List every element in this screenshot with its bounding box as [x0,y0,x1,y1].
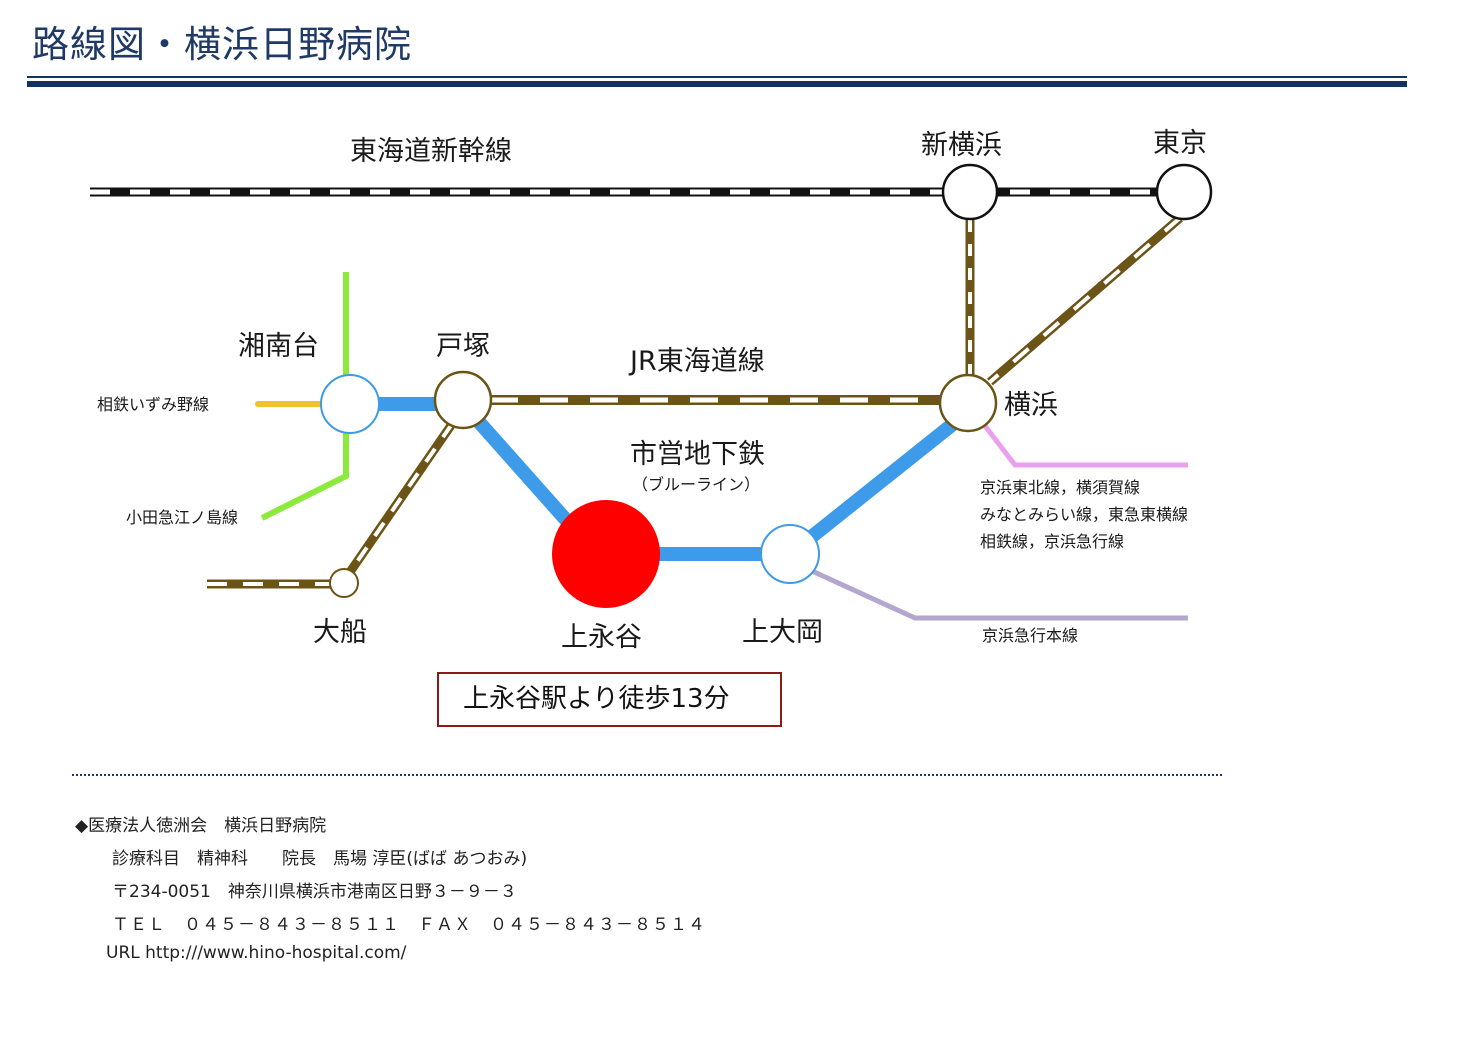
station-kamiooka[interactable] [760,524,820,584]
station-shonandai[interactable] [320,374,380,434]
station-totsuka[interactable] [433,370,493,430]
label-station-yokohama: 横浜 [1004,390,1058,421]
footer-address: 〒234-0051 神奈川県横浜市港南区日野３－９－３ [112,882,517,902]
label-jr-tokaido: JR東海道線 [628,346,765,377]
station-shin-yokohama[interactable] [941,163,999,221]
label-yokohama-others-3: 相鉄線，京浜急行線 [980,532,1124,551]
page-title: 路線図・横浜日野病院 [32,23,412,66]
label-subway: 市営地下鉄 [630,439,765,470]
label-station-ofuna: 大船 [313,617,367,648]
keikyu-main-line [810,568,1188,621]
odakyu-line [260,272,349,521]
footer-department: 診療科目 精神科 院長 馬場 淳臣(ばば あつおみ) [112,849,528,869]
yokohama-other-lines [980,420,1188,468]
station-tokyo[interactable] [1155,163,1213,221]
label-izumino: 相鉄いずみ野線 [97,395,209,414]
title-divider-thick [27,81,1407,87]
access-note: 上永谷駅より徒歩13分 [437,672,782,727]
label-station-shin-yokohama: 新横浜 [921,130,1002,161]
station-ofuna[interactable] [329,568,359,598]
label-subway-sub: （ブルーライン） [632,475,760,494]
title-divider-thin [27,76,1407,78]
station-kaminagaya[interactable] [552,500,660,608]
footer-url[interactable]: URL http:///www.hino-hospital.com/ [106,943,407,963]
label-station-kamiooka: 上大岡 [742,617,823,648]
label-station-kaminagaya: 上永谷 [561,622,642,653]
label-odakyu: 小田急江ノ島線 [126,508,238,527]
label-yokohama-others-2: みなとみらい線，東急東横線 [980,505,1188,524]
label-station-totsuka: 戸塚 [436,331,490,362]
section-divider [72,774,1222,776]
label-station-shonandai: 湘南台 [238,331,319,362]
tokaido-diagonal-line [987,214,1183,386]
jr-ofuna-line [346,421,456,575]
station-yokohama[interactable] [938,373,998,433]
label-shinkansen: 東海道新幹線 [350,136,512,167]
footer-phone-fax: ＴＥＬ ０４５－８４３－８５１１ ＦＡＸ ０４５－８４３－８５１４ [112,915,706,935]
label-yokohama-others-1: 京浜東北線，横須賀線 [980,478,1140,497]
label-keikyu-main: 京浜急行本線 [982,626,1078,645]
footer-hospital-name: ◆医療法人徳洲会 横浜日野病院 [75,816,327,836]
label-station-tokyo: 東京 [1153,128,1207,159]
